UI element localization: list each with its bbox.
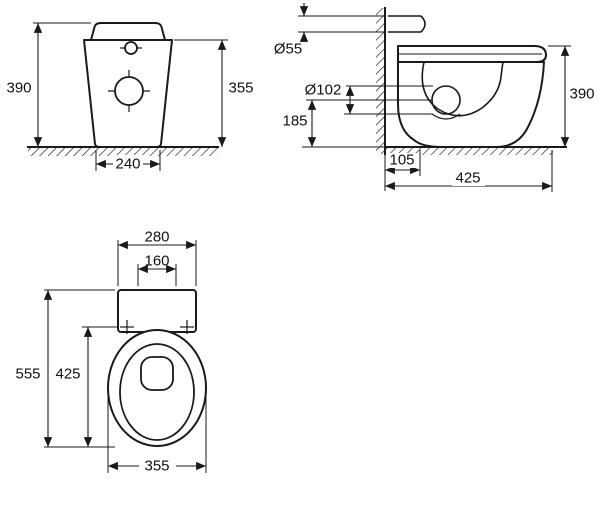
dim-label-plan-bowl-width: 355 (144, 458, 169, 475)
side-ground-hatch (385, 147, 553, 155)
side-view: Ø55 Ø102 185 390 105 425 (274, 3, 595, 192)
side-trap-curve (431, 113, 461, 120)
dim-label-plan-hole-spacing: 160 (144, 253, 169, 270)
side-setout-label-bg (386, 153, 419, 168)
dim-label-front-overall-height: 390 (6, 80, 31, 97)
dim-label-side-outlet-setout: 105 (389, 152, 414, 169)
dim-label-plan-back-width: 280 (144, 229, 169, 246)
dim-label-plan-seat-length: 425 (55, 366, 80, 383)
dim-label-side-outlet-height: 185 (282, 113, 307, 130)
front-view: 390 355 240 (6, 22, 254, 173)
dim-label-front-base-width: 240 (115, 156, 140, 173)
side-wall-hatch (376, 8, 385, 154)
front-ground-hatch (28, 147, 218, 156)
side-bowl-inner-line (421, 61, 504, 117)
front-base-label-bg (113, 155, 143, 172)
front-seat-lid (90, 22, 166, 41)
side-trap-label-bg (301, 82, 346, 98)
dim-label-plan-overall-length: 555 (15, 366, 40, 383)
plan-bowl-width-label-bg (139, 458, 176, 475)
dim-label-front-rim-height: 355 (228, 80, 253, 97)
side-depth-label-bg (452, 171, 485, 186)
dim-label-side-overall-depth: 425 (455, 170, 480, 187)
plan-bowl-rim (119, 343, 195, 441)
front-outlet-hole (114, 76, 144, 106)
side-inlet-pipe-cap (420, 15, 426, 33)
plan-back-section (117, 289, 197, 333)
plan-flush-opening (140, 356, 174, 391)
plan-view: 280 160 555 425 355 (15, 229, 207, 475)
dim-label-side-overall-height: 390 (569, 86, 594, 103)
dim-label-side-trap-diameter: Ø102 (305, 82, 342, 99)
dim-label-side-inlet-diameter: Ø55 (274, 41, 302, 58)
front-inlet-hole (124, 41, 138, 55)
side-pan-body (397, 61, 545, 148)
